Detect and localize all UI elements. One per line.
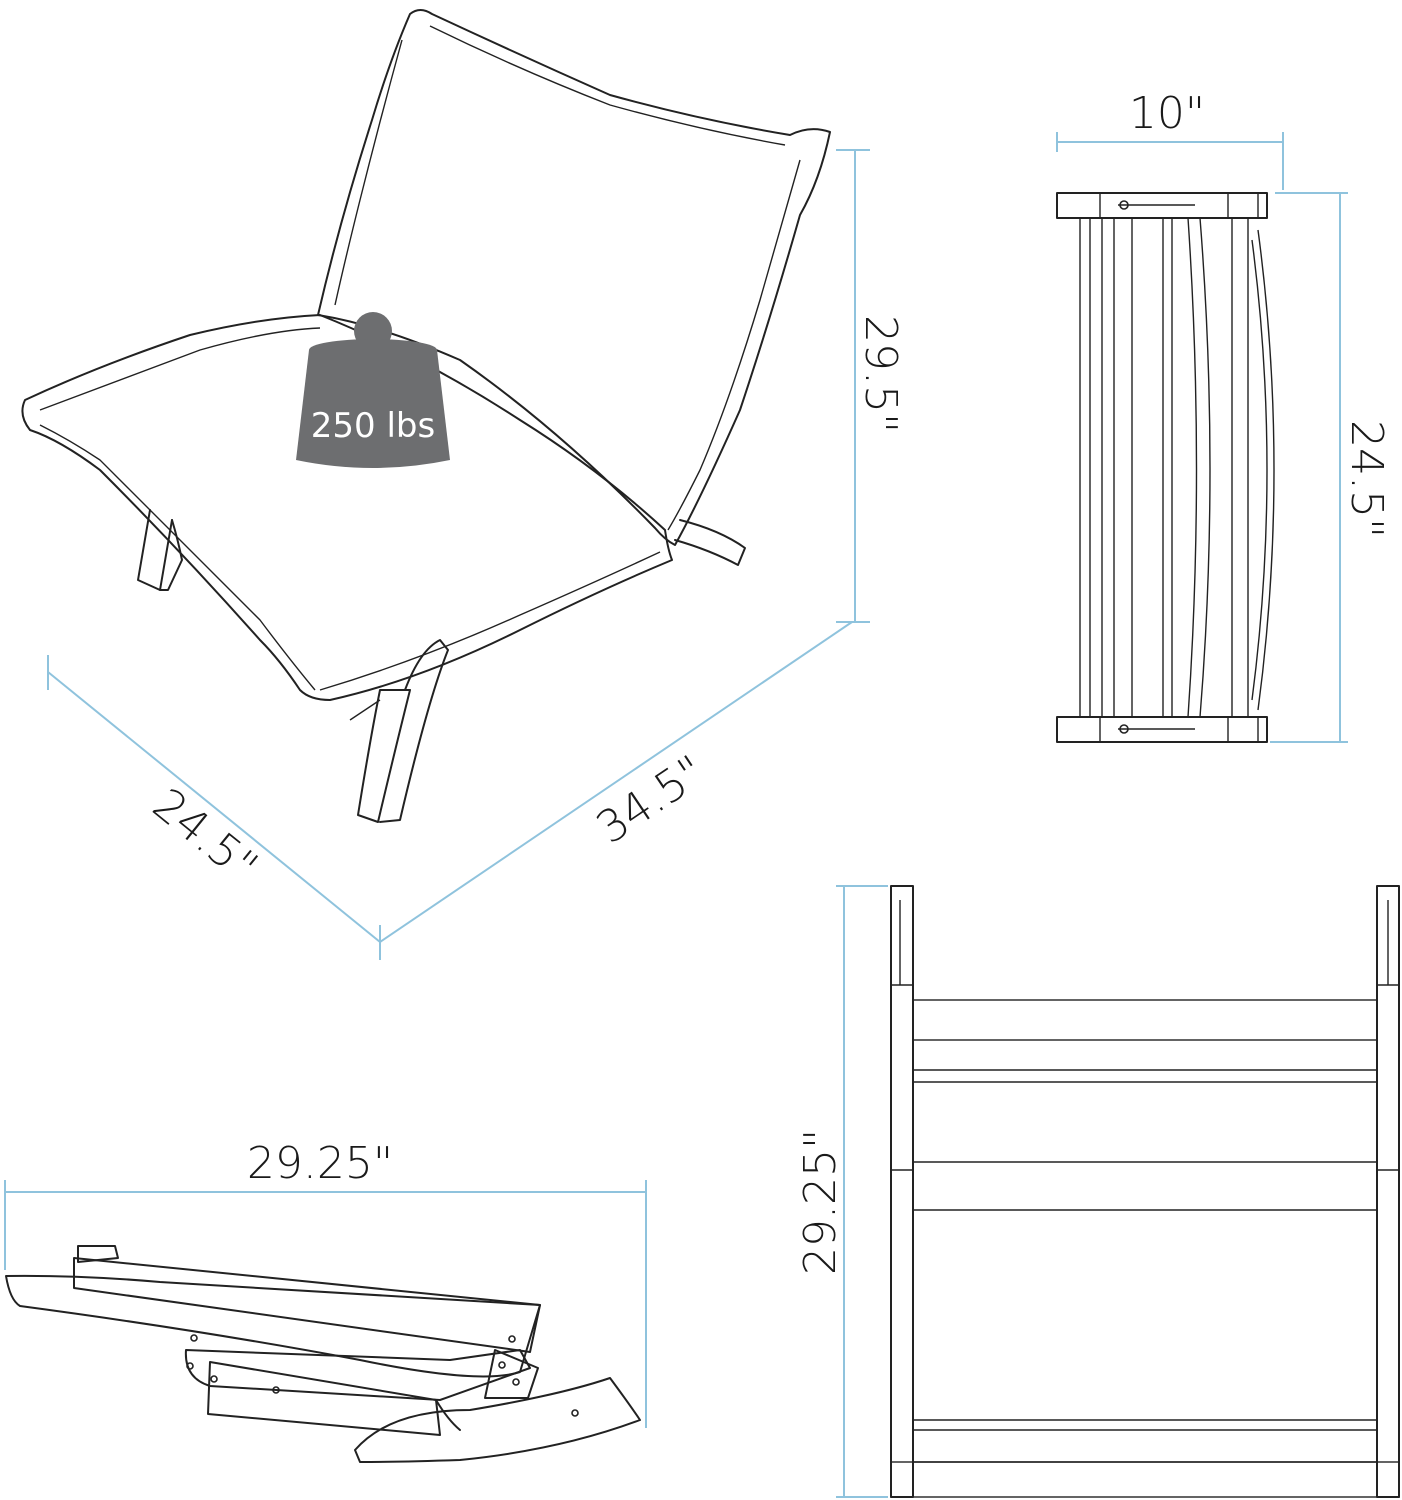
- top-length-dimension: 24.5": [1270, 192, 1392, 743]
- right-rocker: [674, 519, 746, 566]
- top-width-dimension: 10": [1056, 88, 1284, 190]
- weight-icon: 250 lbs: [296, 312, 450, 468]
- rocker: [354, 1377, 641, 1463]
- perspective-view: 250 lbs 29.5" 24.5" 34.5": [21, 9, 906, 960]
- side-width-dimension: 29.25": [4, 1138, 647, 1428]
- top-width-label: 10": [1129, 88, 1205, 139]
- front-leg: [357, 689, 411, 823]
- weight-label: 250 lbs: [311, 406, 435, 446]
- length-dimension: 34.5": [379, 621, 853, 943]
- front-view: 29.25": [795, 885, 1400, 1498]
- top-view: 10" 24.5": [1056, 88, 1392, 743]
- back-cushion: [317, 9, 831, 546]
- front-height-dimension: 29.25": [795, 885, 888, 1498]
- perspective-height-label: 29.5": [855, 315, 906, 433]
- side-view: 29.25": [4, 1138, 647, 1463]
- perspective-length-label: 34.5": [588, 746, 715, 854]
- front-height-label: 29.25": [795, 1129, 846, 1275]
- back-board: [5, 1274, 541, 1378]
- seat-board: [73, 1257, 541, 1353]
- height-dimension: 29.5": [836, 149, 906, 623]
- side-width-label: 29.25": [247, 1138, 393, 1189]
- back-leg: [137, 509, 173, 591]
- top-length-label: 24.5": [1341, 420, 1392, 538]
